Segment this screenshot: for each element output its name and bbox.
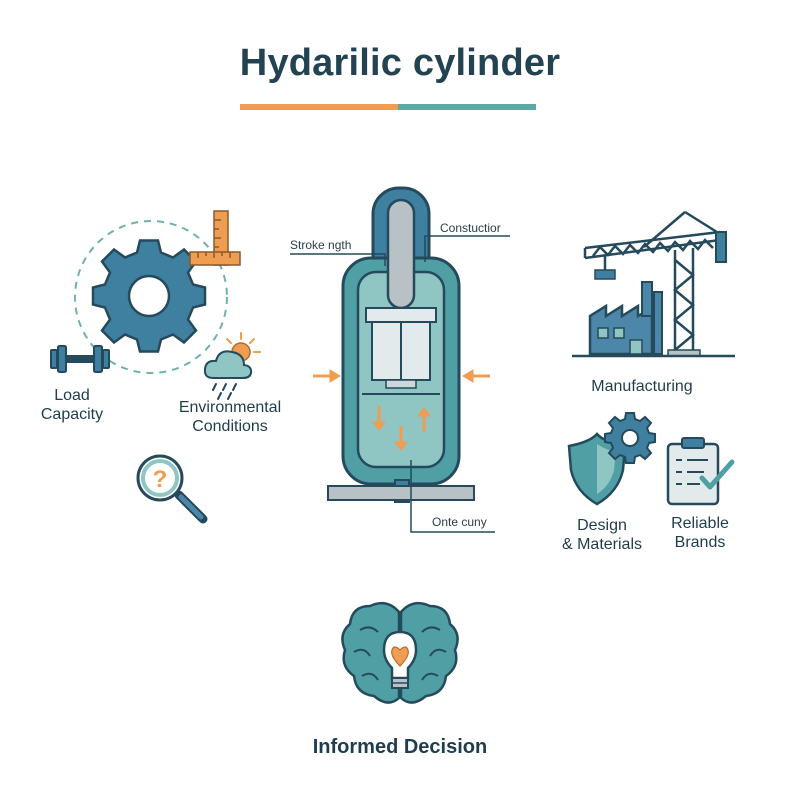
clipboard-check-icon [666, 437, 735, 506]
reliable-brands-label: Reliable Brands [660, 514, 740, 552]
factory-crane-icon [572, 210, 735, 358]
stroke-length-label: Stroke ngth [290, 238, 352, 252]
design-line1: Design [577, 517, 627, 534]
small-gear-icon [604, 412, 656, 464]
load-capacity-line2: Capacity [40, 406, 104, 423]
brands-line2: Brands [674, 534, 726, 551]
informed-decision-label: Informed Decision [312, 736, 488, 758]
environmental-conditions-label: Environmental Conditions [165, 398, 295, 436]
environmental-line1: Environmental [178, 399, 282, 416]
weather-icon [203, 332, 261, 400]
construction-label: Constuctior [440, 221, 501, 235]
ruler-icon [189, 210, 241, 266]
title-underline [240, 104, 536, 110]
svg-text:?: ? [153, 466, 168, 493]
brands-line1: Reliable [671, 515, 729, 532]
bottom-callout-label: Onte cuny [432, 515, 487, 529]
dumbbell-icon [50, 345, 110, 373]
brain-lightbulb-icon [341, 601, 459, 704]
manufacturing-label: Manufacturing [591, 378, 693, 395]
page-title: Hydarilic cylinder [239, 42, 561, 84]
design-materials-label: Design & Materials [552, 516, 652, 554]
environmental-line2: Conditions [192, 418, 268, 435]
load-capacity-label: Load Capacity [32, 386, 112, 424]
gear-icon [91, 239, 207, 353]
design-line2: & Materials [561, 536, 643, 553]
load-capacity-line1: Load [54, 387, 90, 404]
magnifier-question-icon: ? [136, 454, 208, 524]
